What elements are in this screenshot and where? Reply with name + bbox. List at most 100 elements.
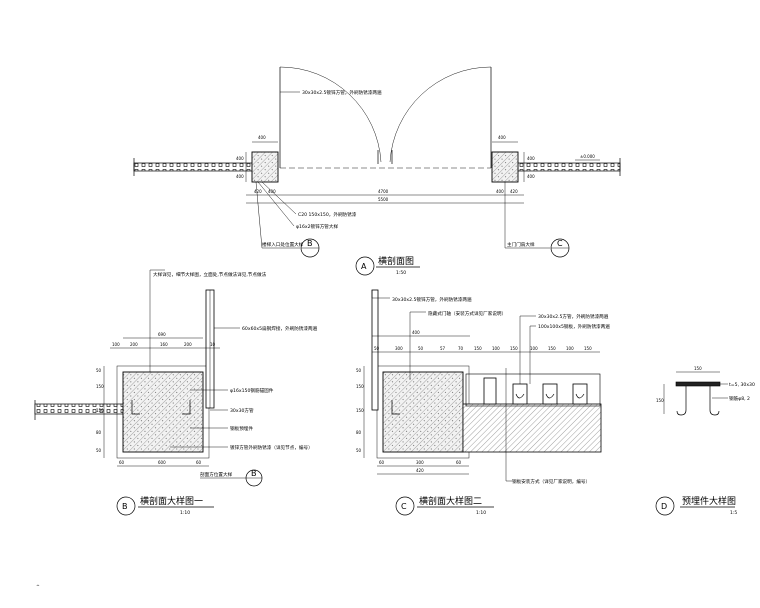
detail-b-dim-top-5: 10 <box>210 342 216 347</box>
title-a-scale: 1:50 <box>396 270 406 276</box>
detail-c-dim-top-total: 400 <box>412 330 420 335</box>
detail-b-dim-bottom-3: 60 <box>196 460 202 465</box>
dim-right-2: 400 <box>527 174 535 179</box>
title-c-name: 横剖面大样图二 <box>419 495 482 507</box>
title-bubble-a <box>355 256 375 276</box>
detail-c-gate-post <box>371 289 379 411</box>
detail-c-dim-top-11: 100 <box>566 346 574 351</box>
detail-d-dim-left: 150 <box>656 398 664 403</box>
detail-c-slab <box>462 403 602 453</box>
detail-c-dim-bottom-1: 60 <box>379 460 385 465</box>
swing-arc-left <box>279 66 382 163</box>
detail-b-fence <box>34 403 124 415</box>
view-a-plan: 30x30x2.5镀锌方管，外刷防锈漆两遍 400 400 400 400 40… <box>133 66 621 276</box>
detail-b-dim-bottom-2: 600 <box>158 460 166 465</box>
detail-d-dim-top: 150 <box>694 366 702 371</box>
detail-b-note-5: 镀锌方管外刷防锈漆（详见节点，编号） <box>230 444 313 451</box>
detail-c-dim-total-bottom: 420 <box>416 468 424 473</box>
detail-c-dim-top-12: 150 <box>584 346 592 351</box>
detail-c-dim-top-5: 70 <box>458 346 464 351</box>
pillar-left <box>251 151 279 183</box>
detail-b-dim-left-5: 50 <box>96 448 102 453</box>
detail-c-frame <box>465 373 601 407</box>
title-c-letter: C <box>401 502 407 511</box>
detail-b-note-2: φ16x150钢筋锚固件 <box>230 387 274 394</box>
title-d-name: 预埋件大样图 <box>682 495 736 507</box>
detail-c-tubes <box>483 377 588 405</box>
title-bubble-c <box>395 496 415 516</box>
fence-right <box>517 162 621 172</box>
detail-d-anchor-left <box>676 386 687 416</box>
plan-note-b2: φ16x2镀锌方管大样 <box>296 223 338 230</box>
detail-b-dim-left-3: 150 <box>96 408 104 413</box>
detail-b-ref-note: 剖面方位置大样 <box>200 471 233 478</box>
detail-b-pillar <box>122 371 204 453</box>
detail-c-dim-left-5: 50 <box>356 448 362 453</box>
fence-left <box>133 162 253 172</box>
plan-note-b3: 楼梯入口处位置大样 <box>262 241 304 248</box>
detail-b-note-4: 钢板预埋件 <box>230 425 253 432</box>
pillar-right <box>491 151 519 183</box>
detail-d-note-1: t=5, 30x30 <box>729 382 755 388</box>
view-c-detail: 400 50 300 50 57 70 150 100 150 100 150 … <box>356 289 610 516</box>
title-d-letter: D <box>661 502 667 511</box>
detail-b-dim-left-1: 50 <box>96 368 102 373</box>
detail-b-dim-total: 690 <box>158 332 166 337</box>
detail-b-ref-letter: B <box>251 469 257 478</box>
detail-c-note-top: 30x30x2.5镀锌方管，外刷防锈漆两遍 <box>392 296 472 303</box>
detail-c-dim-top-4: 57 <box>440 346 446 351</box>
detail-b-dim-left-2: 150 <box>96 384 104 389</box>
plan-note-b1: C20 150x150，外刷防锈漆 <box>298 211 357 218</box>
detail-d-anchor-right <box>709 386 720 416</box>
view-b-detail: 690 100 200 160 200 10 50 150 150 80 50 … <box>34 269 318 516</box>
dim-right-1: 400 <box>527 156 535 161</box>
detail-c-dim-top-1: 50 <box>374 346 380 351</box>
detail-b-dim-top-2: 200 <box>130 342 138 347</box>
detail-c-dim-left-1: 50 <box>356 368 362 373</box>
detail-c-dim-top-6: 150 <box>474 346 482 351</box>
dim-bottom-left-1: 420 <box>254 189 262 194</box>
detail-c-note-4: 钢板安装方式（详见厂家说明，编号） <box>512 478 590 485</box>
title-b-name: 横剖面大样图一 <box>140 495 203 507</box>
dim-bottom-outer: 5500 <box>378 197 389 202</box>
dim-bottom-inner: 4700 <box>378 189 389 194</box>
title-bubble-d <box>655 496 675 516</box>
swing-arc-right <box>389 66 492 163</box>
detail-c-dim-top-10: 150 <box>548 346 556 351</box>
dim-bottom-right-1: 400 <box>496 189 504 194</box>
dim-left-2: 400 <box>236 174 244 179</box>
dim-left-top: 400 <box>258 135 266 140</box>
detail-c-dim-left-3: 150 <box>356 408 364 413</box>
ref-bubble-c-letter: C <box>557 239 563 248</box>
title-c-scale: 1:10 <box>476 510 486 516</box>
dim-bottom-right-2: 420 <box>510 189 518 194</box>
detail-c-dim-top-7: 100 <box>492 346 500 351</box>
title-a-letter: A <box>361 262 367 271</box>
detail-b-dim-top-3: 160 <box>160 342 168 347</box>
dim-right-top: 400 <box>498 135 506 140</box>
detail-b-note-1: 60x60x5扁钢焊接，外刷防锈漆两遍 <box>242 325 318 332</box>
detail-b-dim-left-4: 80 <box>96 430 102 435</box>
detail-c-dim-left-2: 150 <box>356 384 364 389</box>
plan-note-c1: 主门门扇大样 <box>507 241 535 248</box>
view-d-detail: 150 150 t=5, 30x30 钢筋φ8, 2 D 预埋件大样图 1:5 <box>655 366 755 516</box>
detail-d-plate <box>675 381 721 387</box>
ref-bubble-b-letter: B <box>307 239 313 248</box>
detail-c-note-2: 30x30x2.5方管，外刷防锈漆两遍 <box>538 313 609 320</box>
title-b-letter: B <box>122 502 128 511</box>
detail-c-note-1: 隐藏式门轴（安装方式详见厂家说明） <box>428 310 506 317</box>
plan-note-top: 30x30x2.5镀锌方管，外刷防锈漆两遍 <box>302 89 382 96</box>
title-a-name: 横剖面图 <box>378 255 414 267</box>
title-bubble-b <box>116 496 136 516</box>
footer-mark: ^ <box>36 584 40 590</box>
detail-c-dim-bottom-2: 300 <box>416 460 424 465</box>
detail-b-dim-top-1: 100 <box>112 342 120 347</box>
detail-c-dim-left-4: 80 <box>356 430 362 435</box>
detail-c-dim-top-9: 100 <box>530 346 538 351</box>
title-d-scale: 1:5 <box>730 510 737 516</box>
detail-c-note-3: 100x100x5钢板，外刷防锈漆两遍 <box>538 323 610 330</box>
detail-b-dim-bottom-1: 60 <box>119 460 125 465</box>
detail-c-dim-top-3: 50 <box>418 346 424 351</box>
dim-left-1: 400 <box>236 156 244 161</box>
